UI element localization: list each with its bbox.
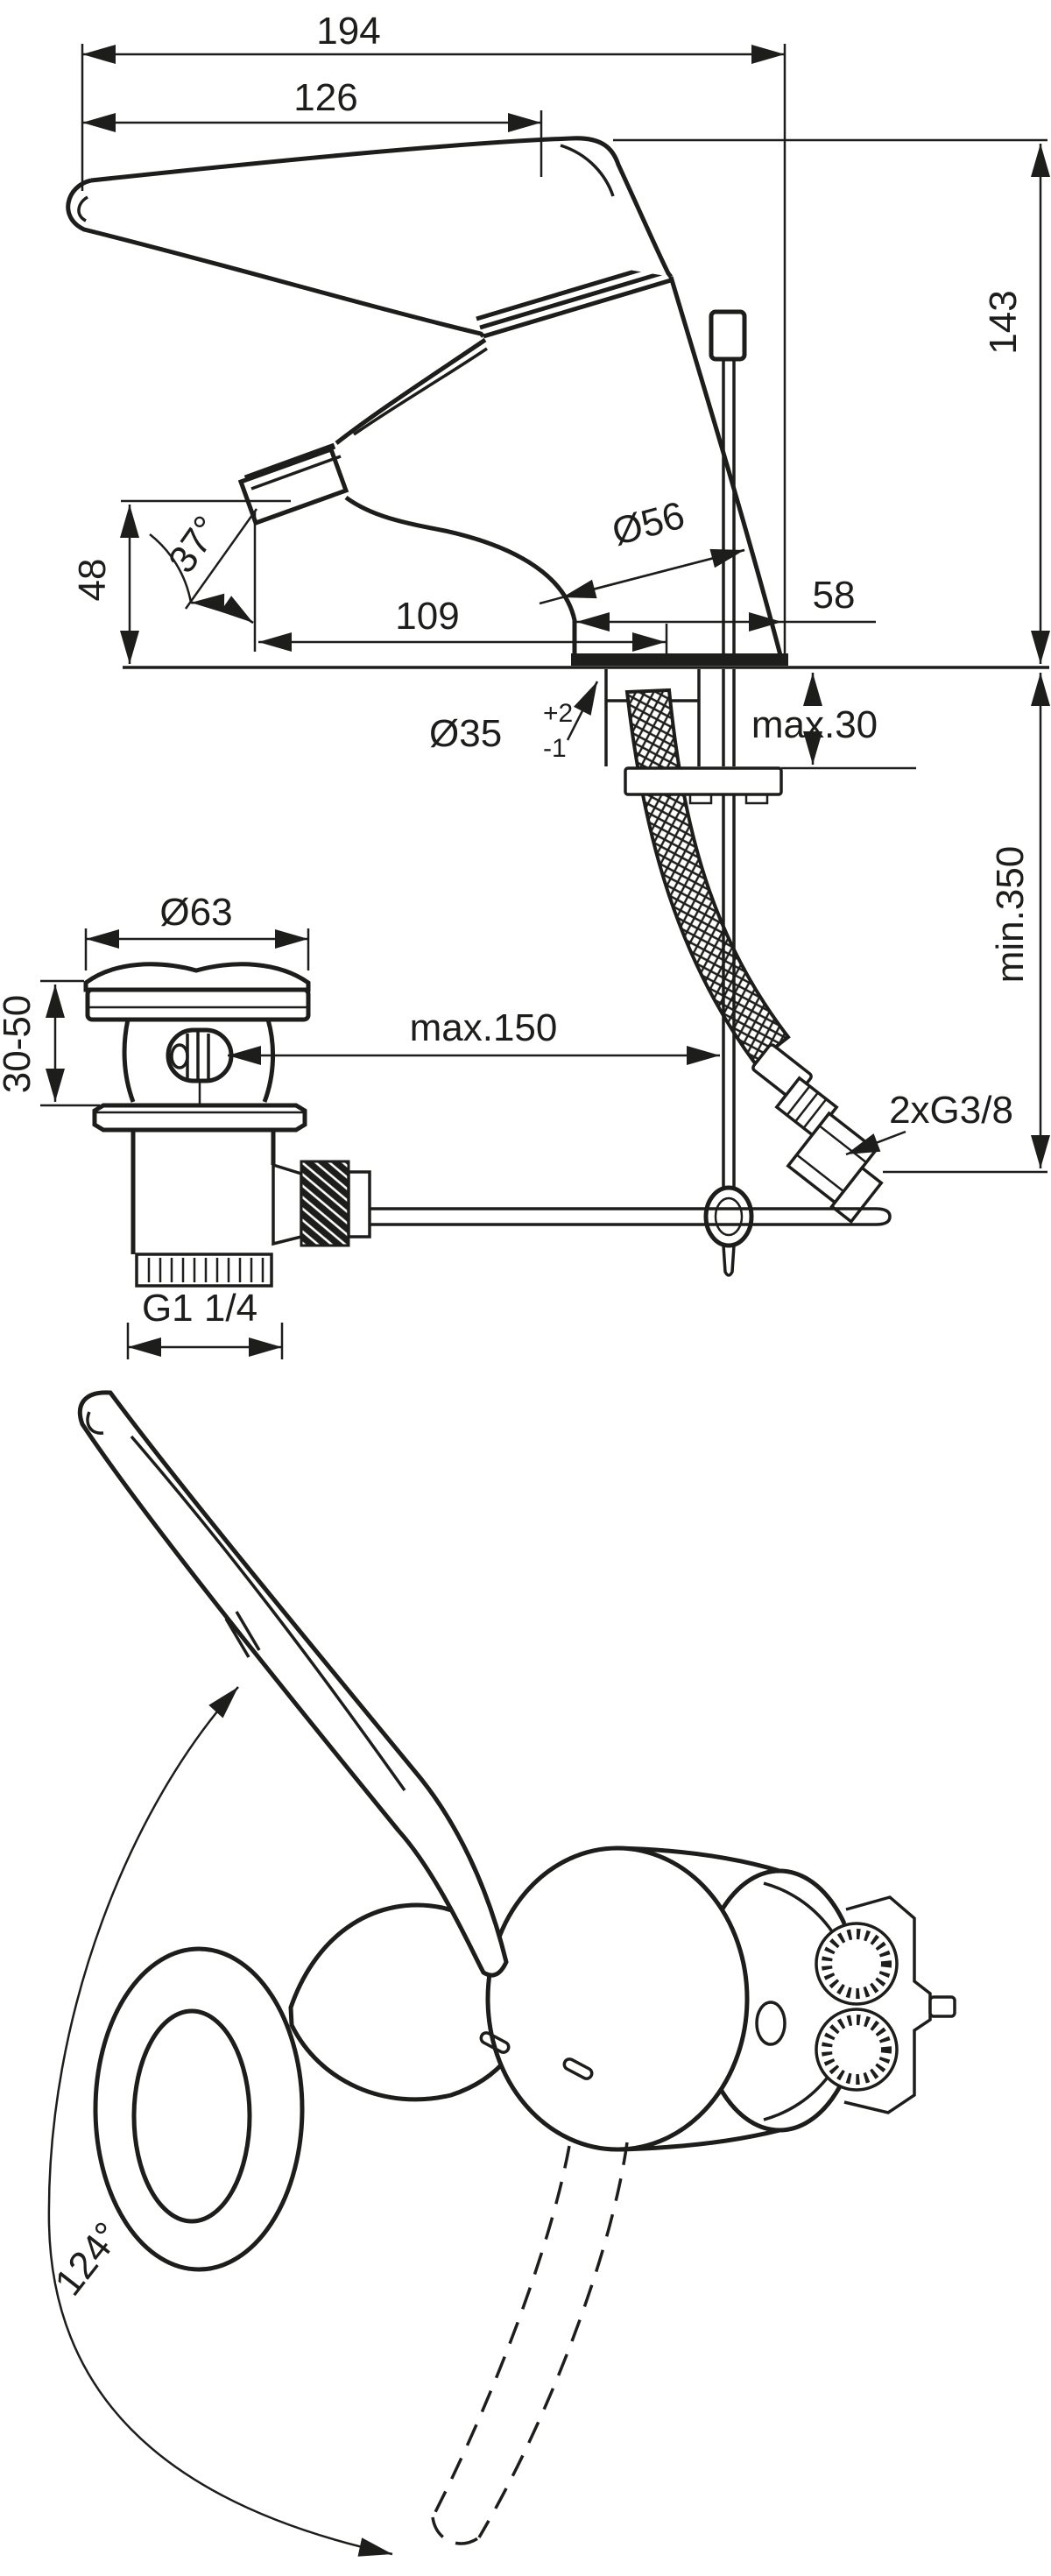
waste-tailpiece	[130, 1130, 371, 1288]
plan-handle	[77, 1390, 509, 1978]
waste-view: Ø63 30-50 max.150 G1 1/4	[0, 891, 720, 1359]
waste-rod-window	[166, 1027, 234, 1083]
plan-supply-connectors	[815, 1895, 956, 2114]
dim-label-2xg38: 2xG3/8	[889, 1089, 1013, 1132]
plan-view: 124°	[46, 1390, 956, 2557]
pop-up-knob	[709, 309, 747, 362]
rod-clamp-nut	[703, 1185, 754, 1248]
plan-slot-2	[562, 2057, 594, 2080]
plan-handle-swivel-dashed	[431, 2142, 629, 2545]
dim-height: 143	[613, 138, 1050, 664]
dim-label-g114: G1 1/4	[142, 1287, 257, 1330]
dim-deck-thickness: max.30	[751, 673, 916, 770]
dim-label-48: 48	[71, 559, 114, 602]
dim-label-d35-plus: +2	[543, 699, 573, 728]
linkage-rod	[370, 1207, 892, 1226]
dim-base-depth: 58	[576, 574, 876, 632]
dim-spout-reach: 109	[258, 595, 668, 662]
waste-plug	[83, 962, 311, 1022]
tailpiece-knurled-nut	[300, 1160, 350, 1247]
dim-label-58: 58	[813, 574, 856, 617]
dim-label-124deg: 124°	[46, 2214, 130, 2304]
mounting-plate	[624, 766, 783, 805]
dim-label-143: 143	[982, 290, 1025, 354]
waste-thread	[135, 1253, 273, 1288]
mixer-body	[335, 260, 783, 656]
side-view: 194 126 143 48 37°	[66, 10, 1050, 1277]
dim-label-max150: max.150	[410, 1006, 558, 1049]
dim-hose-clearance: min.350	[883, 673, 1050, 1174]
pop-up-rod	[703, 309, 754, 1277]
dim-label-109: 109	[395, 595, 459, 638]
dim-label-194: 194	[316, 10, 380, 53]
plan-body	[485, 1846, 750, 2152]
aerator	[237, 442, 349, 526]
dim-label-d63: Ø63	[159, 891, 232, 934]
dim-label-126: 126	[293, 76, 357, 119]
dim-label-d56: Ø56	[608, 494, 689, 554]
plan-escutcheon	[93, 1946, 305, 2272]
dim-rod-offset: max.150	[228, 1006, 720, 1065]
dim-waste-thread: G1 1/4	[126, 1287, 284, 1359]
dim-label-37deg: 37°	[160, 508, 229, 581]
lever-handle	[66, 136, 673, 338]
dim-clamp-range: 30-50	[0, 979, 100, 1107]
dim-outlet-height: 48	[71, 499, 291, 664]
dim-label-3050: 30-50	[0, 995, 39, 1094]
dim-plug-diameter: Ø63	[84, 891, 310, 970]
dim-label-max30: max.30	[751, 703, 878, 746]
dim-body-diameter: Ø56	[539, 494, 745, 605]
plan-slot-1	[479, 2031, 511, 2054]
dim-hose-connection: 2xG3/8	[845, 1089, 1013, 1156]
dim-hole-diameter: Ø35 +2 -1	[429, 681, 599, 763]
waste-body	[92, 1017, 307, 1133]
dim-handle-length: 126	[82, 76, 543, 177]
plan-screw-hole	[755, 2001, 786, 2046]
dim-label-d35-minus: -1	[543, 734, 567, 763]
dim-overall-length: 194	[81, 10, 786, 653]
base-seal	[571, 653, 788, 666]
dim-label-d35: Ø35	[429, 712, 502, 755]
dim-label-min350: min.350	[989, 846, 1032, 984]
dim-outlet-angle: 37°	[149, 508, 258, 652]
